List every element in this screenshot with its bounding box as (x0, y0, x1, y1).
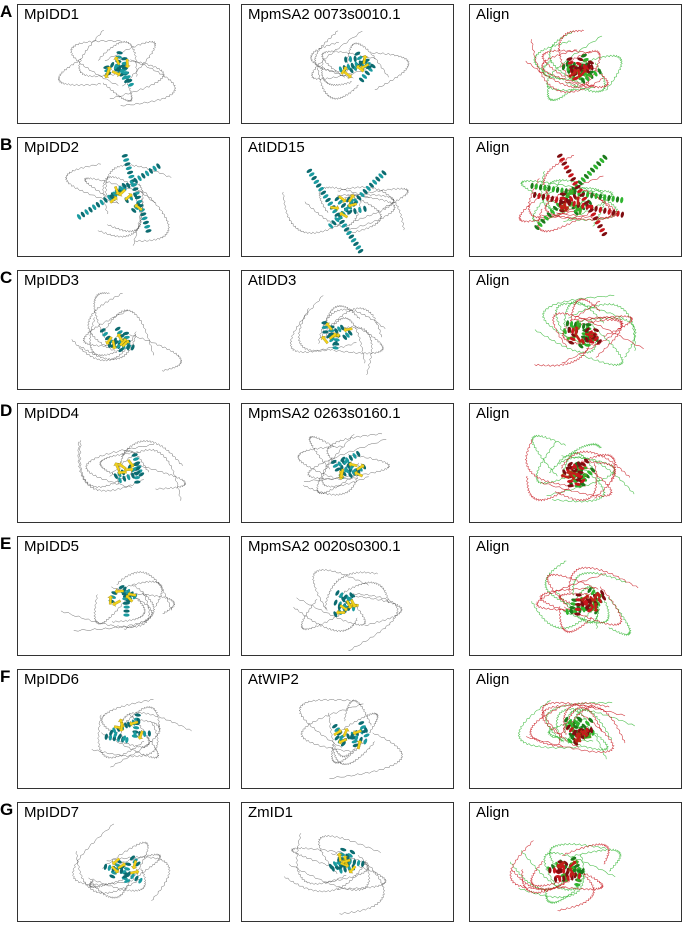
protein-structure-image (289, 295, 386, 376)
panel-label: Align (476, 804, 510, 821)
panel-label: AtIDD15 (248, 139, 305, 156)
protein-structure-image (91, 699, 192, 768)
alignment-panel: Align (469, 802, 682, 922)
panel-letter: A (0, 2, 13, 21)
panel-label: MpIDD3 (24, 272, 80, 289)
protein-structure-image (283, 833, 387, 915)
panel-letter: B (0, 135, 13, 154)
structure-alignment-image (524, 434, 635, 503)
panel-label: MpIDD6 (24, 671, 80, 688)
protein-structure-image (293, 568, 403, 651)
panel-label: MpmSA2 0263s0160.1 (248, 405, 401, 422)
structure-alignment-image (534, 294, 644, 367)
structure-panel: MpIDD6 (17, 669, 230, 789)
protein-structure-image (72, 823, 171, 901)
structure-alignment-image (509, 840, 622, 912)
figure-row-e: E MpIDD5 MpmSA2 0020s0300.1 Align (0, 532, 685, 656)
figure-row-f: F MpIDD6 AtWIP2 Align (0, 665, 685, 789)
protein-structure-image (296, 433, 391, 496)
panel-label: MpmSA2 0073s0010.1 (248, 6, 401, 23)
protein-structure-image (282, 168, 410, 254)
structure-panel: MpIDD2 (17, 137, 230, 257)
panel-label: ZmID1 (248, 804, 293, 821)
panel-label: AtIDD3 (248, 272, 297, 289)
panel-label: Align (476, 272, 510, 289)
panel-letter: C (0, 268, 13, 287)
alignment-panel: Align (469, 536, 682, 656)
panel-label: MpIDD7 (24, 804, 80, 821)
figure-row-d: D MpIDD4 MpmSA2 0263s0160.1 Align (0, 399, 685, 523)
panel-label: Align (476, 139, 510, 156)
panel-label: MpIDD2 (24, 139, 80, 156)
structure-alignment-image (531, 560, 639, 637)
panel-label: AtWIP2 (248, 671, 299, 688)
structure-alignment-image (525, 29, 623, 102)
figure-row-g: G MpIDD7 ZmID1 Align (0, 798, 685, 922)
structure-panel: MpIDD4 (17, 403, 230, 523)
structure-panel: MpmSA2 0020s0300.1 (241, 536, 454, 656)
panel-label: MpIDD5 (24, 538, 80, 555)
structure-panel: AtIDD15 (241, 137, 454, 257)
protein-structure-image (309, 30, 410, 101)
structure-panel: MpIDD5 (17, 536, 230, 656)
structure-panel: MpIDD1 (17, 4, 230, 124)
panel-label: MpmSA2 0020s0300.1 (248, 538, 401, 555)
alignment-panel: Align (469, 4, 682, 124)
structure-panel: MpIDD3 (17, 270, 230, 390)
structure-panel: MpmSA2 0263s0160.1 (241, 403, 454, 523)
panel-label: Align (476, 6, 510, 23)
panel-label: Align (476, 671, 510, 688)
figure-row-c: C MpIDD3 AtIDD3 Align (0, 266, 685, 390)
panel-letter: G (0, 800, 14, 819)
panel-label: MpIDD1 (24, 6, 80, 23)
alignment-panel: Align (469, 403, 682, 523)
panel-label: Align (476, 405, 510, 422)
protein-structure-image (77, 439, 187, 501)
structure-panel: MpIDD7 (17, 802, 230, 922)
panel-letter: F (0, 667, 11, 686)
structure-alignment-image (518, 153, 624, 237)
panel-letter: E (0, 534, 12, 553)
structure-panel: AtWIP2 (241, 669, 454, 789)
structure-panel: MpmSA2 0073s0010.1 (241, 4, 454, 124)
structure-panel: ZmID1 (241, 802, 454, 922)
alignment-panel: Align (469, 137, 682, 257)
protein-structure-image (298, 698, 404, 779)
figure-row-b: B MpIDD2 AtIDD15 Align (0, 133, 685, 257)
panel-label: Align (476, 538, 510, 555)
panel-letter: D (0, 401, 13, 420)
protein-structure-image (57, 29, 177, 107)
structure-panel: AtIDD3 (241, 270, 454, 390)
protein-structure-image (60, 570, 176, 632)
alignment-panel: Align (469, 669, 682, 789)
protein-structure-image (65, 154, 172, 246)
figure-row-a: A MpIDD1 MpmSA2 0073s0010.1 Align (0, 0, 685, 124)
panel-label: MpIDD4 (24, 405, 80, 422)
structure-alignment-image (518, 700, 635, 760)
alignment-panel: Align (469, 270, 682, 390)
protein-structure-image (71, 291, 183, 372)
